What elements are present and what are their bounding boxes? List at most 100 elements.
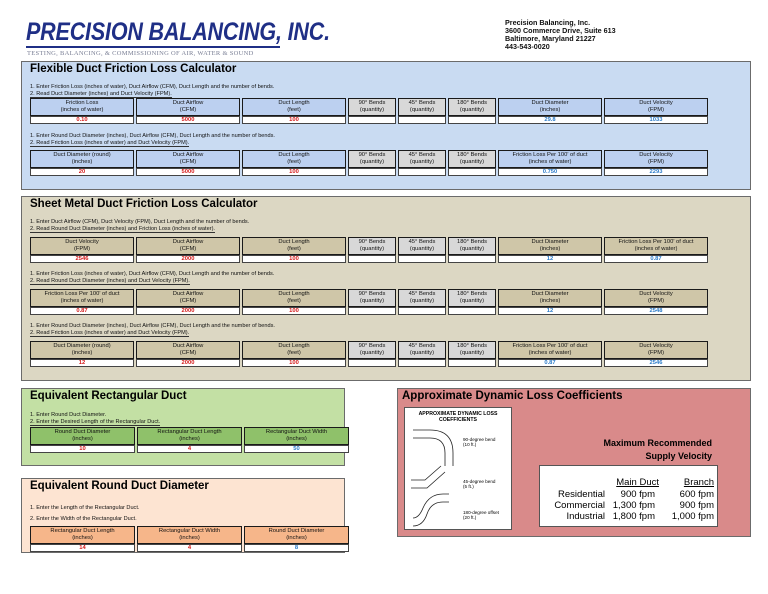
instruction-line: 2. Read Round Duct Diameter (inches) and…	[30, 277, 190, 286]
field-header: Duct Velocity(FPM)	[604, 150, 708, 168]
calc-cell: 180° Bends(quantity)	[448, 289, 496, 315]
field-header: 45° Bends(quantity)	[398, 150, 446, 168]
instruction-line: 1. Enter Round Duct Diameter (inches), D…	[30, 133, 275, 139]
panel-title: Approximate Dynamic Loss Coefficients	[402, 390, 623, 402]
input-field[interactable]: 14	[30, 544, 135, 552]
field-header: Duct Airflow(CFM)	[136, 150, 240, 168]
input-field[interactable]	[348, 116, 396, 124]
input-field[interactable]	[398, 116, 446, 124]
field-header: Friction Loss(inches of water)	[30, 98, 134, 116]
input-field[interactable]	[348, 255, 396, 263]
input-field[interactable]: 100	[242, 255, 346, 263]
company-logo-title: PRECISION BALANCING, INC.	[26, 18, 330, 46]
field-header: Duct Length(feet)	[242, 289, 346, 307]
input-field[interactable]: 0.87	[30, 307, 134, 315]
col-header-branch: Branch	[683, 477, 714, 488]
field-header: Rectangular Duct Length(inches)	[137, 427, 242, 445]
field-label: Duct Velocity	[639, 343, 673, 350]
calc-cell: 180° Bends(quantity)	[448, 150, 496, 176]
result-value: 50	[244, 445, 349, 453]
field-unit: (feet)	[287, 298, 301, 304]
input-field[interactable]: 12	[30, 359, 134, 367]
fitting-name: 90-degree bend	[463, 437, 496, 442]
input-field[interactable]: 2000	[136, 255, 240, 263]
input-field[interactable]: 4	[137, 544, 242, 552]
instructions: 1. Enter Duct Airflow (CFM), Duct Veloci…	[30, 219, 249, 234]
input-field[interactable]	[448, 168, 496, 176]
result-value: 0.87	[604, 255, 708, 263]
instructions: 1. Enter Round Duct Diameter (inches), D…	[30, 133, 275, 148]
input-field[interactable]	[348, 307, 396, 315]
calc-cell: Duct Airflow(CFM)2000	[136, 289, 240, 315]
field-label: Duct Airflow	[172, 152, 204, 159]
field-header: Duct Velocity(FPM)	[604, 341, 708, 359]
main-duct-value: 900 fpm	[620, 489, 655, 500]
input-field[interactable]: 10	[30, 445, 135, 453]
result-value: 2293	[604, 168, 708, 176]
field-unit: (FPM)	[647, 107, 665, 113]
field-unit: (inches)	[179, 535, 200, 541]
input-field[interactable]	[398, 307, 446, 315]
input-field[interactable]: 5000	[136, 116, 240, 124]
input-field[interactable]: 100	[242, 359, 346, 367]
instruction-line: 2. Read Round Duct Diameter (inches) and…	[30, 225, 215, 234]
field-header: Duct Airflow(CFM)	[136, 341, 240, 359]
45-degree-bend-icon	[411, 465, 446, 489]
input-field[interactable]: 2546	[30, 255, 134, 263]
input-field[interactable]	[448, 307, 496, 315]
instructions: 1. Enter the Length of the Rectangular D…	[30, 503, 139, 525]
calc-cell: Duct Diameter (round)(inches)20	[30, 150, 134, 176]
field-header: Round Duct Diameter(inches)	[244, 526, 349, 544]
field-label: Duct Velocity	[639, 152, 673, 159]
input-field[interactable]: 2000	[136, 359, 240, 367]
input-field[interactable]	[398, 168, 446, 176]
field-unit: (FPM)	[647, 159, 665, 165]
calc-cell: Round Duct Diameter(inches)10	[30, 427, 135, 453]
input-field[interactable]: 0.10	[30, 116, 134, 124]
field-unit: (inches)	[71, 159, 93, 165]
field-label: Duct Length	[278, 100, 310, 107]
input-field[interactable]	[348, 168, 396, 176]
input-field[interactable]	[398, 255, 446, 263]
input-field[interactable]: 2000	[136, 307, 240, 315]
input-field[interactable]: 100	[242, 307, 346, 315]
calc-cell: 90° Bends(quantity)	[348, 150, 396, 176]
input-field[interactable]	[448, 116, 496, 124]
input-field[interactable]	[448, 255, 496, 263]
field-unit: (CFM)	[179, 107, 197, 113]
input-field[interactable]: 100	[242, 168, 346, 176]
field-unit: (inches)	[286, 535, 307, 541]
field-header: Duct Length(feet)	[242, 341, 346, 359]
calc-cell: 90° Bends(quantity)	[348, 341, 396, 367]
input-field[interactable]: 5000	[136, 168, 240, 176]
flex-duct-panel: Flexible Duct Friction Loss Calculator 1…	[21, 61, 751, 190]
result-value: 2546	[604, 359, 708, 367]
diagram-title-line: APPROXIMATE DYNAMIC LOSS	[418, 411, 498, 417]
field-label: Duct Diameter (round)	[53, 343, 111, 350]
fitting-length: (10 ft.)	[463, 442, 477, 448]
input-field[interactable]: 20	[30, 168, 134, 176]
branch-value: 900 fpm	[679, 500, 714, 511]
fitting-diagram: APPROXIMATE DYNAMIC LOSS COEFFICIENTS 90…	[404, 407, 512, 530]
calc-cell: 90° Bends(quantity)	[348, 98, 396, 124]
field-header: Duct Airflow(CFM)	[136, 289, 240, 307]
col-header-main: Main Duct	[616, 477, 659, 488]
field-header: Duct Velocity(FPM)	[604, 98, 708, 116]
input-field[interactable]	[398, 359, 446, 367]
input-field[interactable]: 100	[242, 116, 346, 124]
input-field[interactable]	[348, 359, 396, 367]
input-field[interactable]: 4	[137, 445, 242, 453]
field-header: Friction Loss Per 100' of duct(inches of…	[604, 237, 708, 255]
row-label: Residential	[558, 489, 605, 500]
field-unit: (quantity)	[459, 298, 485, 304]
calc-cell: Duct Length(feet)100	[242, 341, 346, 367]
instruction-line: 1. Enter Round Duct Diameter (inches), D…	[30, 323, 275, 329]
instruction-line: 2. Enter the Width of the Rectangular Du…	[30, 516, 137, 522]
input-field[interactable]	[448, 359, 496, 367]
field-unit: (inches)	[72, 436, 93, 442]
field-unit: (quantity)	[409, 298, 435, 304]
result-value: 12	[498, 307, 602, 315]
calc-cell: 180° Bends(quantity)	[448, 237, 496, 263]
calc-cell: Duct Diameter (round)(inches)12	[30, 341, 134, 367]
address-line: 3600 Commerce Drive, Suite 613	[505, 26, 616, 35]
